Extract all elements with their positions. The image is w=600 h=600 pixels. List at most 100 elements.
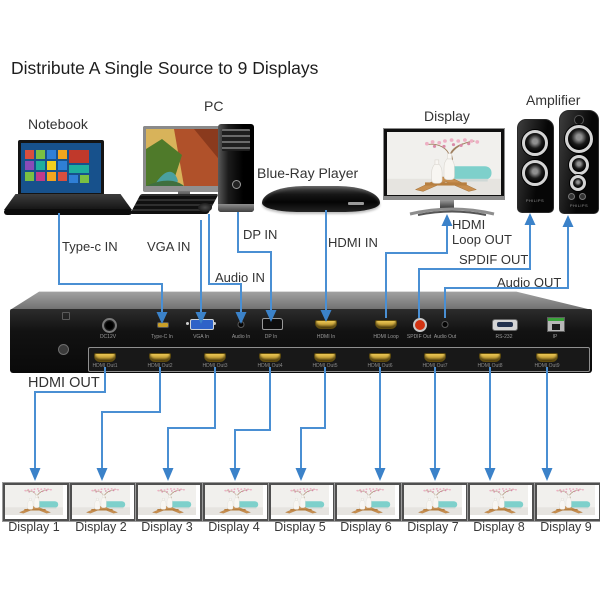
port-hdmi-out-8 [479,353,501,362]
port-label-type-c-in: Type-C In [151,334,173,340]
rj45-led [548,318,564,321]
port-power [102,318,117,333]
tower-base-band [218,204,254,212]
arrow-display-3 [162,468,174,481]
port-ip [547,317,565,332]
port-hdmi-out-3 [204,353,226,362]
dp-in-label: DP IN [243,227,278,242]
amplifier-right-speaker: PHILIPS [559,110,599,214]
display-label: Display [424,108,470,124]
speaker-driver [569,155,589,175]
arrow-display-5 [295,468,307,481]
display-7-label: Display 7 [407,520,459,534]
display-thumbnail-7 [402,483,468,521]
port-label-hdmi-out-6: HDMI Out6 [367,363,393,369]
display-thumbnail-5 [269,483,335,521]
port-hdmi-out-1 [94,353,116,362]
speaker-brand-text: PHILIPS [569,203,589,208]
speaker-knob [568,193,575,200]
tv-stand-legs [409,207,495,216]
hdmi-loop-out-label: HDMI Loop OUT [452,217,512,247]
ground-screw-icon [58,344,69,355]
display-thumbnail-9 [535,483,600,521]
rs-232-pins [497,322,513,327]
arrow-audio-in [235,312,247,324]
notebook-screen [18,140,104,196]
display-thumbnail-1 [3,483,69,521]
arrow-display-7 [429,468,441,481]
port-hdmi-out-6 [369,353,391,362]
windows-start-screen [21,143,101,193]
port-label-spdif-out: SPDIF Out [406,334,432,340]
port-label-hdmi-out-5: HDMI Out5 [312,363,338,369]
amplifier-label: Amplifier [526,92,581,108]
rj45-slot [552,324,560,330]
port-hdmi-out-5 [314,353,336,362]
display-8-label: Display 8 [473,520,525,534]
port-label-hdmi-out-8: HDMI Out8 [477,363,503,369]
arrow-audio-out [562,215,574,227]
port-label-hdmi-out-3: HDMI Out3 [202,363,228,369]
arrow-hdmi-in [320,310,332,322]
port-rs-232 [492,319,518,331]
speaker-driver [522,160,548,186]
notebook-illustration [4,138,132,218]
hdmi-loop-out-line1: HDMI [452,217,486,232]
arrow-display-4 [229,468,241,481]
speaker-tweeter [574,115,584,125]
tv-stand-neck [440,200,454,208]
port-label-vga-in: VGA In [193,334,209,340]
speaker-knob [579,193,586,200]
display-thumbnail-2 [70,483,136,521]
port-hdmi-out-4 [259,353,281,362]
hdmi-loop-out-line2: Loop OUT [452,232,512,247]
arrow-display-1 [29,468,41,481]
tower-power-button [232,180,241,189]
arrow-hdmi-loop-out [441,214,453,226]
port-label-hdmi-in: HDMI In [316,334,336,340]
pc-tower [218,124,254,212]
arrow-spdif-out [524,213,536,225]
port-hdmi-out-7 [424,353,446,362]
port-label-hdmi-out-9: HDMI Out9 [534,363,560,369]
amplifier-left-speaker: PHILIPS [517,119,554,213]
amplifier-illustration: PHILIPS PHILIPS [514,108,600,214]
display-thumbnail-3 [136,483,202,521]
hdmi-out-label: HDMI OUT [28,375,100,391]
port-spdif-out [413,318,427,332]
bluray-illustration [262,186,380,212]
notebook-label: Notebook [28,116,88,132]
port-hdmi-out-2 [149,353,171,362]
display-4-label: Display 4 [208,520,260,534]
port-label-power: DC12V [99,334,117,340]
notebook-front-lip [4,209,132,215]
pc-monitor [143,126,225,192]
audio-out-label: Audio OUT [497,275,562,290]
tower-drive-bays [222,129,250,151]
bluray-label: Blue-Ray Player [257,165,359,181]
speaker-driver [522,130,548,156]
display-5-label: Display 5 [274,520,326,534]
port-audio-out [441,321,449,328]
arrow-dp-in [265,310,277,322]
landscape-wallpaper [146,129,222,186]
speaker-brand-text: PHILIPS [525,198,545,203]
port-label-rs-232: RS-232 [495,334,513,340]
display-thumbnail-4 [203,483,269,521]
speaker-driver [565,125,593,153]
switcher-top-face [10,291,592,310]
port-hdmi-loop [375,320,397,329]
display-thumbnail-8 [468,483,534,521]
display-3-label: Display 3 [141,520,193,534]
port-label-ip: IP [552,334,558,340]
port-type-c-in [157,322,169,328]
port-label-audio-in: Audio In [231,334,251,340]
port-vga-screw [213,322,216,325]
arrow-display-9 [541,468,553,481]
vga-in-label: VGA IN [147,239,191,254]
arrow-display-8 [484,468,496,481]
port-label-hdmi-out-4: HDMI Out4 [257,363,283,369]
arrow-display-2 [96,468,108,481]
